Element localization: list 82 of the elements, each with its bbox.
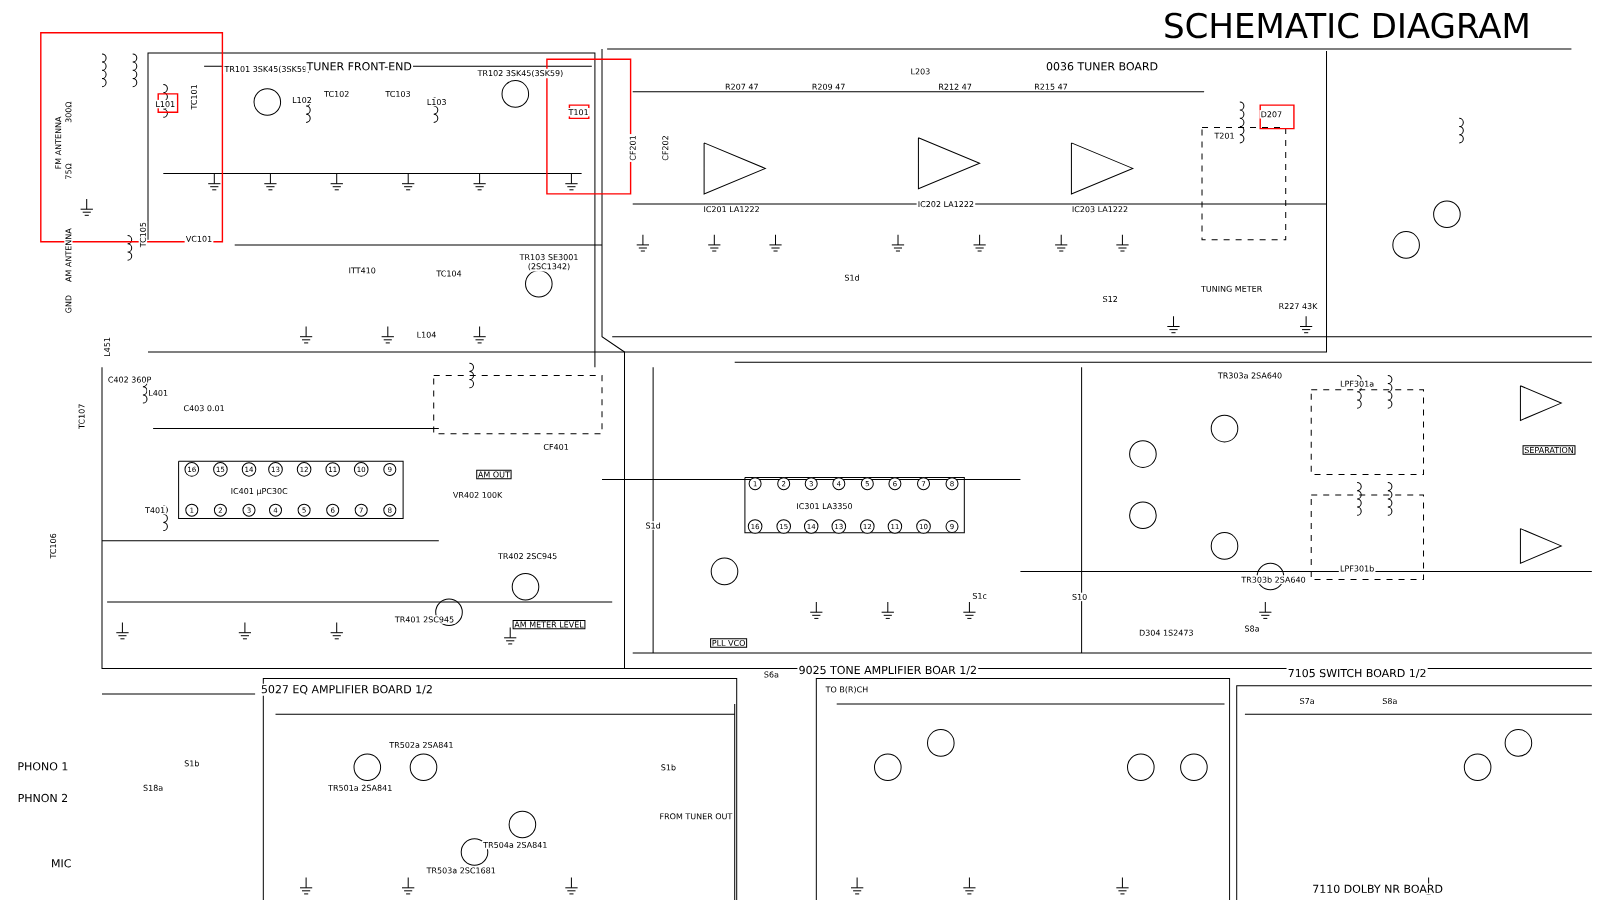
component-label: TR402 2SC945 [496, 551, 559, 561]
component-label: IC203 LA1222 [1070, 205, 1130, 214]
component-label: R209 47 [810, 82, 847, 91]
component-label: LPF301a [1338, 379, 1376, 388]
diagram-title: SCHEMATIC DIAGRAM [1165, 12, 1528, 39]
component-label: S8a [1243, 624, 1261, 633]
component-label: L104 [415, 330, 438, 339]
component-label: 75Ω [64, 162, 73, 181]
component-label: L103 [425, 97, 448, 107]
component-label: TR102 3SK45(3SK59) [476, 68, 565, 79]
component-label: L203 [909, 67, 932, 76]
component-label: S10 [1070, 592, 1089, 602]
boxed-label: AM METER LEVEL [512, 619, 586, 630]
component-label: FROM TUNER OUT [658, 812, 734, 821]
component-label: CF202 [661, 134, 670, 162]
component-label: L101 [154, 99, 177, 109]
component-label: S8a [1381, 696, 1399, 706]
component-label: R215 47 [1033, 82, 1069, 91]
component-label: TC104 [435, 269, 463, 278]
component-label: TR401 2SC945 [393, 615, 456, 624]
component-label: R227 43K [1277, 301, 1319, 311]
component-label: ITT410 [347, 266, 378, 275]
component-label: S18a [141, 783, 165, 793]
component-label: S7a [1298, 696, 1316, 706]
component-label: VC101 [184, 234, 214, 244]
component-label: T401 [143, 506, 167, 515]
component-label: TR501a 2SA841 [326, 783, 394, 793]
component-label: CF401 [542, 442, 571, 452]
component-label: FM ANTENNA [54, 115, 63, 171]
component-label: D207 [1259, 110, 1284, 119]
component-label: S1d [843, 273, 861, 282]
board-title: 7105 SWITCH BOARD 1/2 [1286, 667, 1428, 680]
component-label: IC202 LA1222 [916, 199, 976, 209]
boxed-label: PLL VCO [710, 638, 748, 648]
board-title: 9025 TONE AMPLIFIER BOAR 1/2 [797, 664, 979, 677]
component-label: LPF301b [1338, 564, 1376, 573]
component-label: S1d [644, 521, 662, 530]
component-label: 300Ω [64, 100, 73, 125]
component-label: C403 0.01 [182, 404, 226, 413]
component-label: TR103 SE3001 (2SC1342) [513, 252, 585, 272]
boxed-label: SEPARATION [1522, 445, 1576, 455]
board-title: 7110 DOLBY NR BOARD [1311, 883, 1445, 895]
input-label: MIC [49, 857, 73, 869]
component-label: IC201 LA1222 [702, 205, 761, 214]
component-label: TC102 [322, 89, 351, 99]
component-label: L102 [290, 95, 314, 105]
board-title: 5027 EQ AMPLIFIER BOARD 1/2 [259, 683, 435, 696]
component-label: VR402 100K [451, 490, 504, 500]
component-label: IC301 LA3350 [795, 501, 854, 511]
component-label: TO B(R)CH [824, 685, 870, 695]
component-label: TC101 [189, 83, 199, 111]
component-label: S1c [971, 591, 989, 601]
component-label: TR503a 2SC1681 [425, 866, 498, 875]
component-label: S12 [1101, 294, 1120, 304]
input-label: PHONO 1 [16, 760, 70, 772]
component-label: IC401 μPC30C [229, 486, 289, 497]
component-label: S1b [183, 759, 201, 768]
component-label: C402 360P [106, 375, 153, 384]
component-label: CF201 [628, 134, 637, 162]
component-label: TC107 [77, 402, 86, 431]
component-label: TUNING METER [1199, 284, 1264, 294]
component-label: TR303b 2SA640 [1240, 575, 1307, 584]
component-label: TC105 [138, 220, 148, 249]
component-label: T201 [1213, 131, 1236, 140]
board-title: 0036 TUNER BOARD [1044, 60, 1160, 72]
component-label: L401 [147, 388, 170, 398]
component-label: T101 [567, 108, 590, 117]
input-label: PHNON 2 [16, 792, 70, 804]
boxed-label: AM OUT [476, 469, 512, 480]
component-label: TR303a 2SA640 [1216, 371, 1284, 380]
component-label: TC103 [384, 89, 412, 99]
component-label: GND [64, 293, 73, 315]
component-label: D304 1S2473 [1137, 628, 1195, 637]
component-label: TC106 [48, 532, 58, 560]
component-label: S1b [659, 763, 678, 772]
component-label: L451 [102, 335, 112, 358]
component-label: TR504a 2SA841 [482, 840, 549, 850]
component-label: S6a [762, 670, 781, 679]
component-label: R207 47 [723, 82, 760, 91]
component-label: AM ANTENNA [64, 227, 73, 284]
component-label: R212 47 [937, 82, 974, 91]
component-label: TR502a 2SA841 [388, 740, 455, 750]
